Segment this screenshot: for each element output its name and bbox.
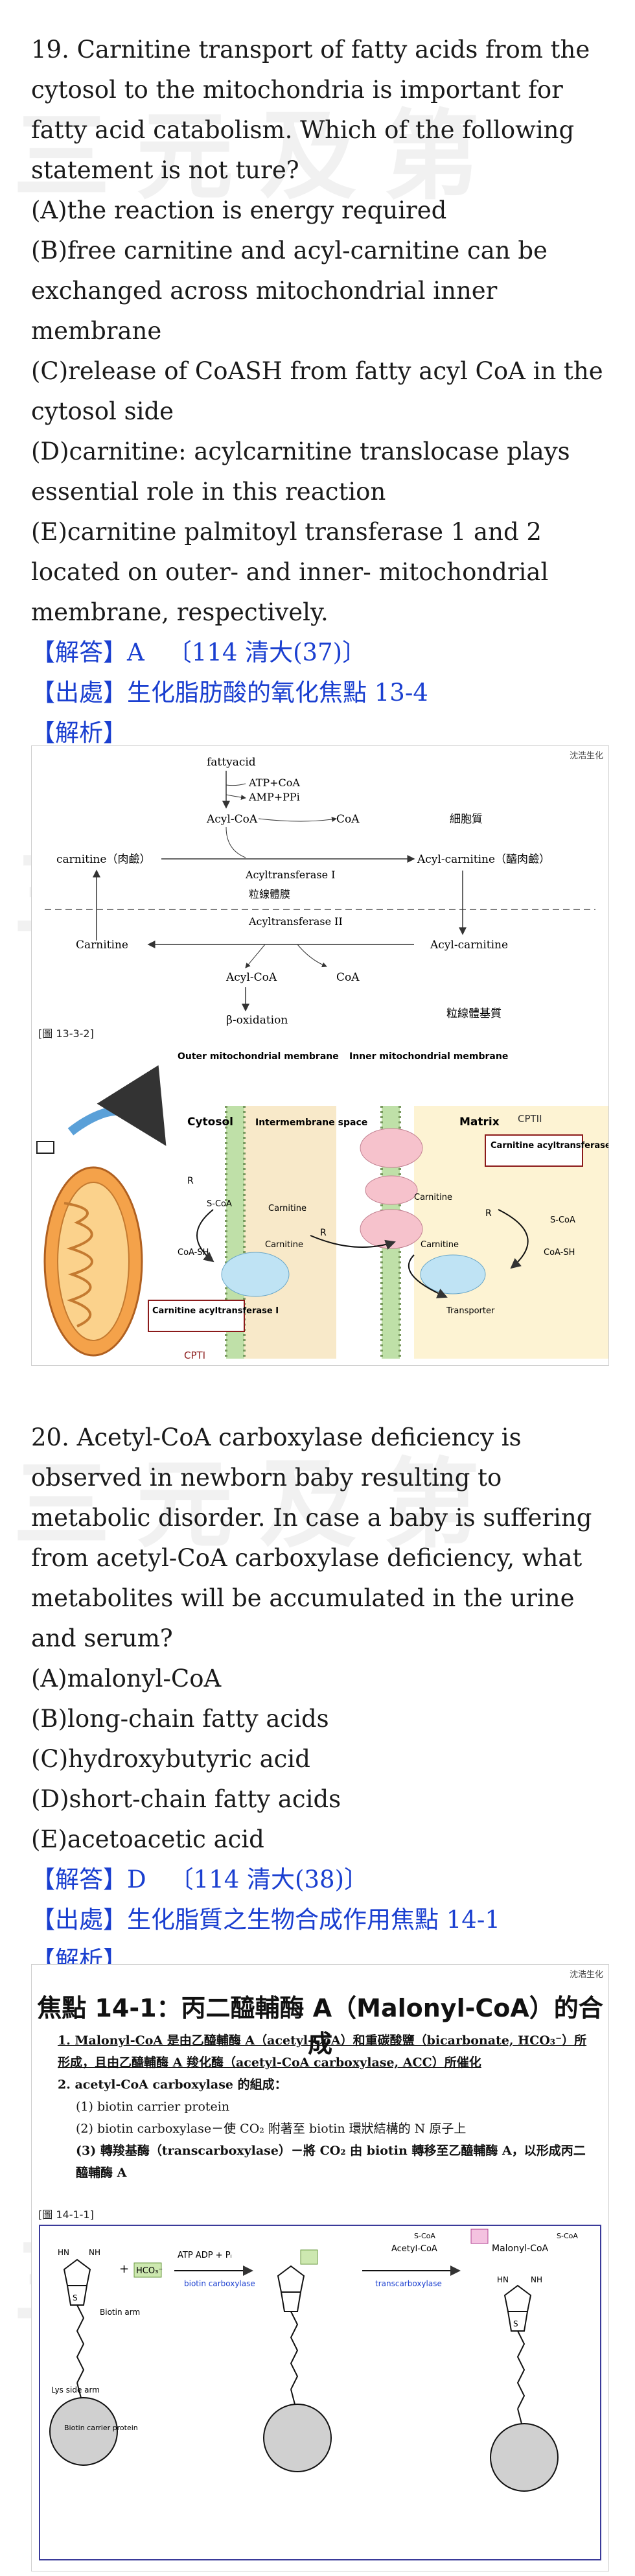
figure-title: 焦點 14-1：丙二醯輔酶 A（Malonyl-CoA）的合成 xyxy=(37,1994,603,2058)
label-hn-2: HN xyxy=(497,2275,509,2284)
label-lys: Lys side arm xyxy=(51,2385,100,2395)
note-1: 1. Malonyl-CoA 是由乙醯輔酶 A（acetyl-CoA）和重碳酸鹽… xyxy=(58,2033,587,2070)
label-hn-1: HN xyxy=(58,2248,69,2257)
question-20: 20. Acetyl-CoA carboxylase deficiency is… xyxy=(31,1418,614,1980)
origin-line: 【出處】生化脂質之生物合成作用焦點 14-1 xyxy=(31,1906,500,1934)
label-cpti: CPTI xyxy=(184,1350,205,1361)
option-b: (B)long-chain fatty acids xyxy=(31,1705,329,1733)
question-19: 19. Carnitine transport of fatty acids f… xyxy=(31,30,614,753)
label-s-1: S xyxy=(73,2293,78,2302)
label-hco3: HCO₃⁻ xyxy=(136,2266,163,2276)
option-d: (D)carnitine: acylcarnitine translocase … xyxy=(31,438,570,506)
label-coash-2: CoA-SH xyxy=(544,1248,575,1258)
label-nh-2: NH xyxy=(531,2275,542,2284)
carboxybiotin-structure xyxy=(263,2249,332,2472)
label-cpt1-box: Carnitine acyltransferase I xyxy=(152,1306,279,1316)
label-inner-membrane-illustration: Inner mitochondrial membrane xyxy=(349,1051,508,1062)
label-matrix-cn: 粒線體基質 xyxy=(446,1007,502,1020)
label-outer-membrane: Outer mitochondrial membrane xyxy=(178,1051,339,1062)
label-atp-coa: ATP+CoA xyxy=(248,777,300,789)
label-coa-2: CoA xyxy=(336,971,360,984)
option-a: (A)the reaction is energy required xyxy=(31,196,447,224)
label-carnitine: Carnitine xyxy=(76,939,128,952)
label-acylcarnitine: Acyl-carnitine xyxy=(430,939,508,952)
label-scoa-2: S-CoA xyxy=(550,1215,575,1225)
answer-label: 【解答】D xyxy=(31,1866,146,1893)
option-c: (C)release of CoASH from fatty acyl CoA … xyxy=(31,357,603,425)
option-a: (A)malonyl-CoA xyxy=(31,1665,222,1692)
note-2-1: (1) biotin carrier protein xyxy=(76,2100,230,2114)
label-coash-1: CoA-SH xyxy=(178,1248,209,1258)
label-acylcarnitine-cn: Acyl-carnitine（醯肉鹼） xyxy=(417,853,550,866)
label-carnitine-1: Carnitine xyxy=(268,1204,306,1213)
label-scoa-1: S-CoA xyxy=(207,1199,232,1209)
figure-notes: 1. Malonyl-CoA 是由乙醯輔酶 A（acetyl-CoA）和重碳酸鹽… xyxy=(58,2030,589,2184)
biotin-structure-1: HN NH S Biotin arm Lys side arm Biotin c… xyxy=(49,2248,140,2466)
label-beta-oxidation: β-oxidation xyxy=(226,1014,288,1027)
answer-line: 【解答】D 〔114 清大(38)〕 xyxy=(31,1860,614,1900)
label-amp-ppi: AMP+PPi xyxy=(248,791,300,803)
label-coa: CoA xyxy=(336,813,360,826)
option-d: (D)short-chain fatty acids xyxy=(31,1785,341,1813)
label-acyl-coa: Acyl-CoA xyxy=(206,813,258,826)
label-transporter: Transporter xyxy=(446,1306,495,1316)
biotin-structure-2: HN NH S xyxy=(490,2275,559,2492)
label-r-1: R xyxy=(187,1176,194,1186)
option-e: (E)acetoacetic acid xyxy=(31,1825,264,1853)
label-biotin-arm: Biotin arm xyxy=(100,2308,140,2317)
label-cpt2-box: Carnitine acyltransferase II xyxy=(491,1141,608,1151)
note-2: 2. acetyl-CoA carboxylase 的組成： xyxy=(58,2078,287,2092)
answer-line: 【解答】A 〔114 清大(37)〕 xyxy=(31,633,614,673)
label-r-3: R xyxy=(485,1208,492,1219)
label-acetyl-coa: Acetyl-CoA xyxy=(391,2244,437,2254)
figure-label: [圖 13-3-2] xyxy=(38,1027,94,1040)
label-carnitine-3: Carnitine xyxy=(414,1193,452,1202)
figure-label: [圖 14-1-1] xyxy=(38,2208,94,2221)
label-scoa-2: S-CoA xyxy=(557,2232,578,2240)
question-text: 19. Carnitine transport of fatty acids f… xyxy=(31,36,590,184)
malonyl-coa-scheme: HN NH S Biotin arm Lys side arm Biotin c… xyxy=(39,2225,601,2560)
label-acyltransferase-2: Acyltransferase II xyxy=(248,915,343,928)
label-carnitine-cn: carnitine（肉鹼） xyxy=(56,853,150,866)
label-fattyacid: fattyacid xyxy=(207,756,256,769)
label-biotin-carboxylase: biotin carboxylase xyxy=(184,2279,255,2288)
label-acyltransferase-1: Acyltransferase I xyxy=(245,869,335,881)
origin-line: 【出處】生化脂肪酸的氧化焦點 13-4 xyxy=(31,679,428,707)
label-cptii: CPTII xyxy=(518,1113,542,1125)
label-cytoplasm: 細胞質 xyxy=(450,813,483,826)
note-2-3: (3) 轉羧基酶（transcarboxylase）－將 CO₂ 由 bioti… xyxy=(76,2144,586,2180)
label-carnitine-4: Carnitine xyxy=(421,1240,459,1250)
label-nh-1: NH xyxy=(89,2248,100,2257)
label-transcarboxylase: transcarboxylase xyxy=(375,2279,442,2288)
carnitine-shuttle-illustration: Outer mitochondrial membrane Inner mitoc… xyxy=(36,1051,608,1361)
answer-source: 〔114 清大(37)〕 xyxy=(167,638,367,666)
label-acyl-coa-2: Acyl-CoA xyxy=(225,971,277,984)
option-c: (C)hydroxybutyric acid xyxy=(31,1745,310,1773)
label-scoa-1: S-CoA xyxy=(414,2232,435,2240)
label-plus: + xyxy=(119,2262,129,2276)
label-matrix: Matrix xyxy=(459,1116,500,1129)
option-b: (B)free carnitine and acyl-carnitine can… xyxy=(31,237,548,345)
label-s-2: S xyxy=(513,2319,518,2328)
answer-source: 〔114 清大(38)〕 xyxy=(169,1866,369,1893)
figure-credit: 沈浩生化 xyxy=(569,751,603,761)
label-r-2: R xyxy=(320,1228,327,1238)
figure-malonyl-coa: 沈浩生化 焦點 14-1：丙二醯輔酶 A（Malonyl-CoA）的合成 1. … xyxy=(31,1964,609,2571)
note-2-2: (2) biotin carboxylase－使 CO₂ 附著至 biotin … xyxy=(76,2122,467,2136)
answer-label: 【解答】A xyxy=(31,638,144,666)
question-text: 20. Acetyl-CoA carboxylase deficiency is… xyxy=(31,1423,592,1652)
label-atp-adp: ATP ADP + Pᵢ xyxy=(178,2251,232,2260)
mitochondrion-icon xyxy=(36,1141,143,1357)
figure-carnitine-shuttle: 沈浩生化 fattyacid ATP+CoA AMP+PPi Acyl-CoA … xyxy=(31,745,609,1366)
label-bcp: Biotin carrier protein xyxy=(64,2424,138,2432)
figure-credit: 沈浩生化 xyxy=(569,1970,603,1980)
label-cytosol: Cytosol xyxy=(187,1116,233,1129)
option-e: (E)carnitine palmitoyl transferase 1 and… xyxy=(31,518,549,626)
carnitine-shuttle-diagram: fattyacid ATP+CoA AMP+PPi Acyl-CoA CoA 細… xyxy=(45,756,595,1027)
label-carnitine-2: Carnitine xyxy=(265,1240,303,1250)
label-inner-membrane: 粒線體膜 xyxy=(249,888,290,900)
analysis-line: 【解析】 xyxy=(31,719,127,747)
label-intermembrane: Intermembrane space xyxy=(255,1118,367,1128)
label-malonyl-coa: Malonyl-CoA xyxy=(492,2243,549,2254)
